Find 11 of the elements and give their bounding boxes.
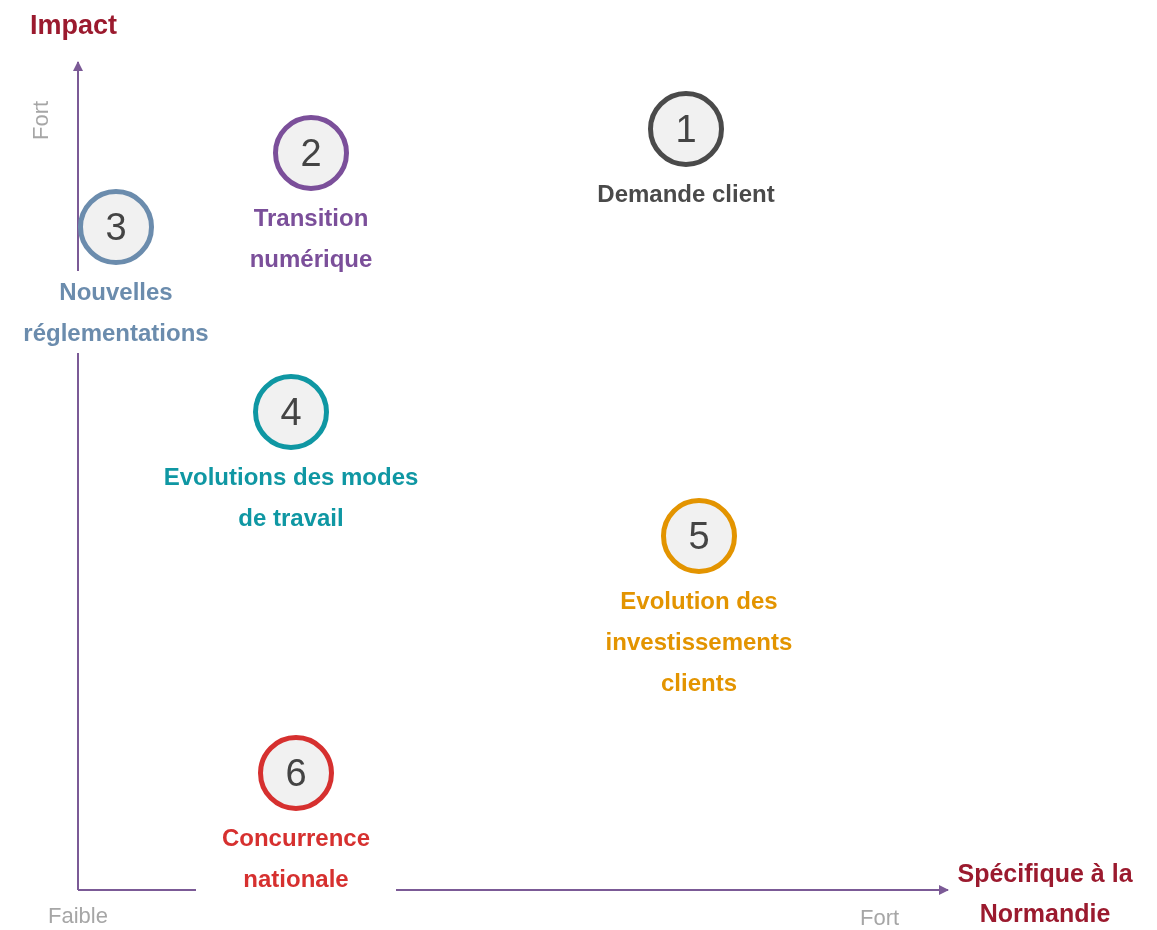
axis-tick-label: Faible: [48, 903, 108, 929]
number-circle: 4: [253, 374, 329, 450]
axis-title: Spécifique à la Normandie: [956, 858, 1134, 929]
number-circle: 3: [78, 189, 154, 265]
axis-tick-label: Fort: [860, 905, 900, 930]
number-circle: 1: [648, 91, 724, 167]
number-circle: 5: [661, 498, 737, 574]
number-circle: 6: [258, 735, 334, 811]
number-circle: 2: [273, 115, 349, 191]
axis-tick-label: Fort: [28, 100, 54, 140]
axis-title: Impact: [30, 10, 118, 41]
